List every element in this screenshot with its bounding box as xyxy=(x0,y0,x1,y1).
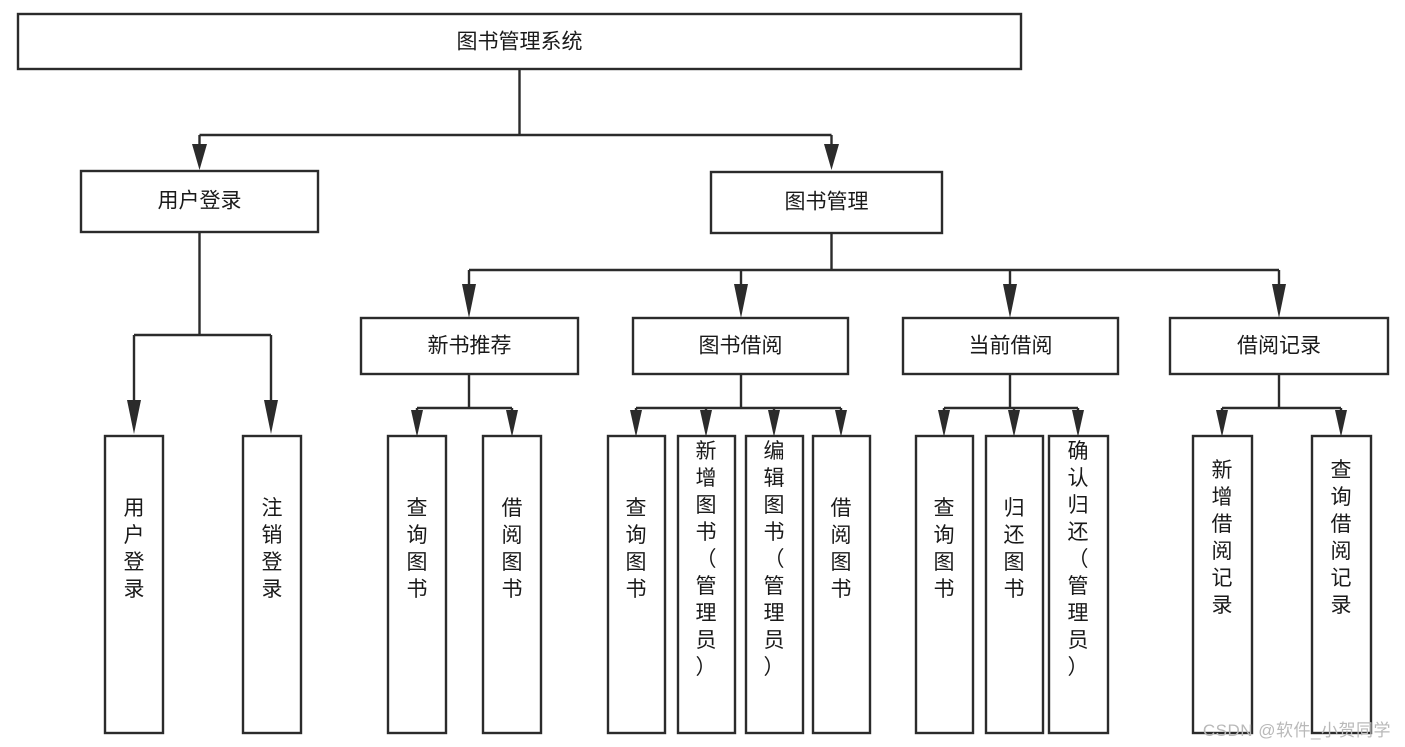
node-leaf-query-borrow-record[interactable]: 查询借阅记录 xyxy=(1310,434,1373,735)
node-new-book-recommend[interactable]: 新书推荐 xyxy=(359,316,580,376)
node-borrow-record-label: 借阅记录 xyxy=(1237,335,1321,358)
node-leaf-confirm-return[interactable]: 确认归还（管理员） xyxy=(1047,434,1110,735)
node-leaf-borrow-book-1-box[interactable] xyxy=(481,434,543,735)
arrow-to-leaf-return-book-icon xyxy=(1008,410,1020,437)
node-leaf-query-book-3-box[interactable] xyxy=(914,434,975,735)
node-leaf-query-book-1[interactable]: 查询图书 xyxy=(386,434,448,735)
node-leaf-borrow-book-1-label: 借阅图书 xyxy=(502,497,523,601)
node-root[interactable]: 图书管理系统 xyxy=(16,12,1023,71)
node-user-login-label: 用户登录 xyxy=(158,190,242,213)
node-leaf-query-book-1-box[interactable] xyxy=(386,434,448,735)
node-leaf-add-book-label: 新增图书（管理员） xyxy=(696,440,717,679)
node-leaf-add-borrow-record-box[interactable] xyxy=(1191,434,1254,735)
connector-group-new-book-recommend xyxy=(411,374,518,437)
node-leaf-add-book[interactable]: 新增图书（管理员） xyxy=(676,434,737,735)
node-leaf-edit-book[interactable]: 编辑图书（管理员） xyxy=(744,434,805,735)
node-leaf-add-borrow-record-label: 新增借阅记录 xyxy=(1212,459,1233,617)
arrow-to-current-borrow-icon xyxy=(1003,284,1017,318)
node-leaf-query-book-3[interactable]: 查询图书 xyxy=(914,434,975,735)
node-leaf-user-logout-label: 注销登录 xyxy=(262,497,283,601)
arrow-to-new-book-recommend-icon xyxy=(462,284,476,318)
node-borrow-record-box[interactable] xyxy=(1168,316,1390,376)
node-leaf-return-book[interactable]: 归还图书 xyxy=(984,434,1045,735)
node-leaf-borrow-book-2-label: 借阅图书 xyxy=(831,497,852,601)
arrow-to-leaf-add-book-icon xyxy=(700,410,712,437)
arrow-to-book-borrow-icon xyxy=(734,284,748,318)
arrow-to-leaf-borrow-book-1-icon xyxy=(506,410,518,437)
node-leaf-user-login-box[interactable] xyxy=(103,434,165,735)
node-current-borrow[interactable]: 当前借阅 xyxy=(901,316,1120,376)
arrow-to-leaf-confirm-return-icon xyxy=(1072,410,1084,437)
arrow-to-leaf-query-book-3-icon xyxy=(938,410,950,437)
node-leaf-query-borrow-record-label: 查询借阅记录 xyxy=(1331,459,1352,617)
node-root-box[interactable] xyxy=(16,12,1023,71)
node-borrow-record[interactable]: 借阅记录 xyxy=(1168,316,1390,376)
arrow-to-leaf-query-book-1-icon xyxy=(411,410,423,437)
node-book-borrow[interactable]: 图书借阅 xyxy=(631,316,850,376)
arrow-root-to-book-management-icon xyxy=(824,144,839,170)
node-leaf-return-book-box[interactable] xyxy=(984,434,1045,735)
arrow-root-to-user-login-icon xyxy=(192,144,207,170)
node-leaf-edit-book-box[interactable] xyxy=(744,434,805,735)
node-leaf-return-book-label: 归还图书 xyxy=(1004,497,1025,601)
node-user-login-box[interactable] xyxy=(79,169,320,234)
connector-group-borrow-record xyxy=(1216,374,1347,437)
connector-group-root xyxy=(192,69,839,170)
node-book-borrow-label: 图书借阅 xyxy=(699,335,783,358)
connector-group-book-borrow xyxy=(630,374,847,437)
arrow-to-leaf-user-logout-icon xyxy=(264,400,278,434)
arrow-to-leaf-borrow-book-2-icon xyxy=(835,410,847,437)
connector-group-book-management xyxy=(462,233,1286,318)
node-leaf-user-logout-box[interactable] xyxy=(241,434,303,735)
node-leaf-user-login-label: 用户登录 xyxy=(124,497,145,601)
node-leaf-confirm-return-label: 确认归还（管理员） xyxy=(1068,440,1089,679)
node-leaf-add-borrow-record[interactable]: 新增借阅记录 xyxy=(1191,434,1254,735)
connector-group-current-borrow xyxy=(938,374,1084,437)
node-leaf-confirm-return-box[interactable] xyxy=(1047,434,1110,735)
node-leaf-borrow-book-2-box[interactable] xyxy=(811,434,872,735)
arrow-to-leaf-add-borrow-record-icon xyxy=(1216,410,1228,437)
node-book-management-label: 图书管理 xyxy=(785,191,869,214)
arrow-to-leaf-query-borrow-record-icon xyxy=(1335,410,1347,437)
node-leaf-query-book-2[interactable]: 查询图书 xyxy=(606,434,667,735)
node-leaf-query-book-3-label: 查询图书 xyxy=(934,497,955,601)
node-current-borrow-box[interactable] xyxy=(901,316,1120,376)
node-new-book-recommend-label: 新书推荐 xyxy=(428,335,512,358)
arrow-to-borrow-record-icon xyxy=(1272,284,1286,318)
node-leaf-user-logout[interactable]: 注销登录 xyxy=(241,434,303,735)
node-leaf-borrow-book-1[interactable]: 借阅图书 xyxy=(481,434,543,735)
node-leaf-add-book-box[interactable] xyxy=(676,434,737,735)
connector-group-user-login xyxy=(127,232,278,434)
node-leaf-query-book-2-box[interactable] xyxy=(606,434,667,735)
node-leaf-borrow-book-2[interactable]: 借阅图书 xyxy=(811,434,872,735)
node-root-label: 图书管理系统 xyxy=(457,31,583,54)
arrow-to-leaf-user-login-icon xyxy=(127,400,141,434)
arrow-to-leaf-query-book-2-icon xyxy=(630,410,642,437)
node-leaf-query-book-2-label: 查询图书 xyxy=(626,497,647,601)
node-leaf-query-book-1-label: 查询图书 xyxy=(407,497,428,601)
node-leaf-edit-book-label: 编辑图书（管理员） xyxy=(764,440,785,679)
node-current-borrow-label: 当前借阅 xyxy=(969,335,1053,358)
node-book-management-box[interactable] xyxy=(709,170,944,235)
arrow-to-leaf-edit-book-icon xyxy=(768,410,780,437)
node-user-login[interactable]: 用户登录 xyxy=(79,169,320,234)
node-new-book-recommend-box[interactable] xyxy=(359,316,580,376)
node-leaf-query-borrow-record-box[interactable] xyxy=(1310,434,1373,735)
node-book-borrow-box[interactable] xyxy=(631,316,850,376)
node-leaf-user-login[interactable]: 用户登录 xyxy=(103,434,165,735)
node-book-management[interactable]: 图书管理 xyxy=(709,170,944,235)
